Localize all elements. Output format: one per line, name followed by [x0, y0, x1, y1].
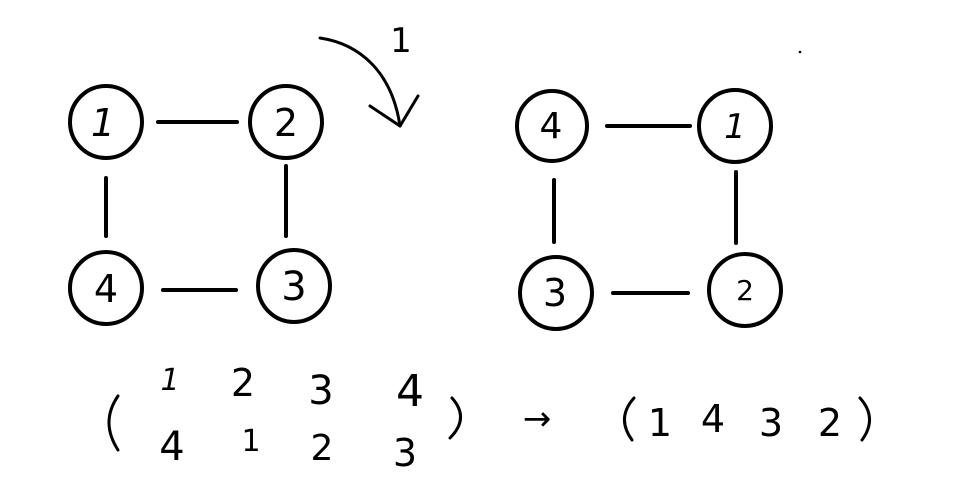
stray-dot [798, 50, 802, 54]
left-node-br [256, 248, 332, 324]
right-graph [515, 88, 783, 331]
curved-arrow-icon [318, 36, 420, 128]
cycle-elem-3: 3 [759, 401, 783, 445]
right-node-bl [518, 255, 594, 331]
left-graph [68, 84, 332, 326]
perm-top-2: 2 [231, 361, 255, 405]
right-node-br [707, 252, 783, 328]
cycle-right-paren [858, 396, 871, 442]
left-node-tr [248, 84, 324, 160]
perm-bottom-2: 1 [241, 424, 260, 459]
right-node-tl [515, 89, 589, 163]
cycle-elem-1: 1 [648, 401, 672, 445]
mapping-arrow: → [523, 399, 552, 439]
right-node-tr [697, 88, 773, 164]
left-graph-labels: 1 2 4 3 [91, 101, 307, 311]
perm-bottom-3: 2 [311, 428, 334, 469]
two-line-right-paren [448, 396, 462, 440]
right-node-tl-label: 4 [540, 106, 563, 147]
perm-bottom-4: 3 [393, 431, 417, 475]
perm-top-4: 4 [396, 366, 424, 417]
cycle-elem-4: 2 [818, 401, 842, 445]
cycle-notation: 1 4 3 2 [623, 396, 871, 445]
left-node-tl [68, 84, 144, 160]
perm-top-1: 1 [160, 363, 179, 398]
left-node-br-label: 3 [281, 264, 306, 310]
two-line-notation: 1 2 3 4 4 1 2 3 [107, 361, 462, 475]
two-line-left-paren [107, 394, 120, 452]
left-node-tr-label: 2 [274, 101, 298, 145]
cycle-left-paren [623, 396, 636, 442]
right-graph-labels: 4 1 3 2 [540, 106, 754, 315]
perm-top-3: 3 [308, 368, 333, 414]
left-node-bl-label: 4 [94, 267, 118, 311]
right-node-br-label: 2 [736, 274, 754, 307]
right-node-bl-label: 3 [543, 271, 567, 315]
perm-bottom-1: 4 [159, 424, 184, 470]
left-node-bl [68, 250, 144, 326]
cycle-elem-2: 4 [701, 397, 725, 441]
left-node-tl-label: 1 [91, 101, 115, 145]
right-node-tr-label: 1 [724, 107, 746, 147]
rotation-label: 1 [390, 21, 412, 61]
